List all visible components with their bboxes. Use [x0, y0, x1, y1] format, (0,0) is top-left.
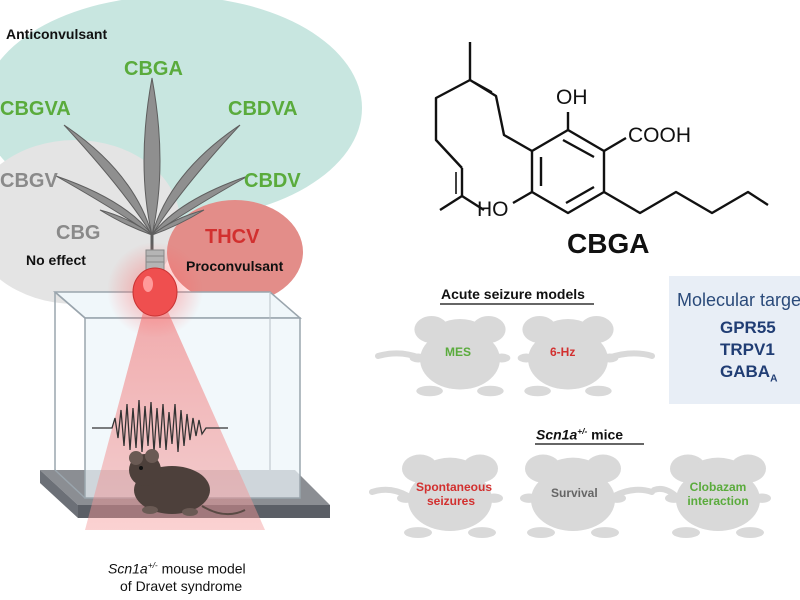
- tail-spontaneous: [369, 486, 411, 499]
- cbga-structure: [434, 42, 769, 215]
- cannabis-leaf-icon: [55, 77, 249, 236]
- target-trpv1: TRPV1: [720, 340, 775, 359]
- atom-cooh: COOH: [628, 124, 691, 147]
- no-effect-label: No effect: [26, 252, 86, 268]
- compound-cbg: CBG: [56, 222, 101, 244]
- acute-section-title: Acute seizure models: [441, 286, 585, 302]
- compound-cbgv: CBGV: [0, 170, 58, 192]
- target-gpr55: GPR55: [720, 318, 776, 337]
- atom-oh: OH: [556, 86, 588, 109]
- model-caption-line2: of Dravet syndrome: [120, 578, 243, 594]
- eeg-trace: [92, 399, 228, 453]
- outcome-spontaneous-seizures: Spontaneous seizures: [416, 480, 493, 508]
- compound-cbdv: CBDV: [244, 170, 301, 192]
- model-mes: MES: [445, 345, 472, 359]
- outcome-survival: Survival: [551, 486, 598, 500]
- molecule-name: CBGA: [567, 228, 650, 259]
- model-caption-line1: Scn1a+/- mouse model: [108, 560, 246, 577]
- atom-ho: HO: [477, 198, 509, 221]
- tail-survival: [611, 486, 655, 499]
- anticonvulsant-label: Anticonvulsant: [6, 26, 108, 42]
- tail-6hz: [605, 350, 655, 361]
- compound-cbdva: CBDVA: [228, 98, 298, 120]
- light-bulb-icon: [132, 249, 178, 317]
- compound-cbga: CBGA: [124, 58, 183, 80]
- outcome-clobazam-interaction: Clobazam interaction: [687, 480, 749, 508]
- compound-thcv: THCV: [205, 226, 260, 248]
- molecular-targets-box: [669, 276, 800, 404]
- tail-clobazam: [651, 485, 679, 499]
- model-6hz: 6-Hz: [550, 345, 576, 359]
- molecular-targets-title: Molecular targets: [677, 290, 800, 310]
- proconvulsant-label: Proconvulsant: [186, 258, 284, 274]
- scn-section-title: Scn1a+/- mice: [536, 426, 624, 443]
- target-gaba: GABAA: [720, 362, 778, 385]
- tail-mes: [375, 350, 423, 361]
- mouse-icon: [129, 449, 246, 516]
- compound-cbgva: CBGVA: [0, 98, 71, 120]
